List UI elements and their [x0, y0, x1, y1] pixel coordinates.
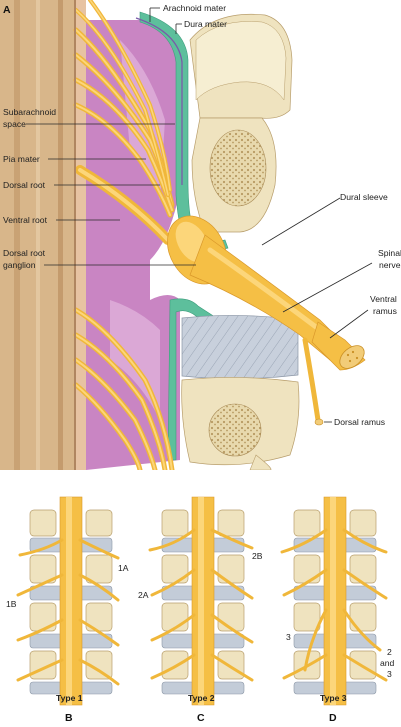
ventral-ramus-cut-end [339, 345, 365, 369]
panel-b-roots [16, 538, 120, 686]
label-ventral-root: Ventral root [3, 215, 48, 225]
label-spinal-nerve-2: nerve [379, 260, 401, 270]
panel-letter-d: D [329, 712, 337, 724]
label-drg-1: Dorsal root [3, 248, 46, 258]
panel-d-tag-2and3-2: and [380, 658, 395, 668]
panel-d-tag-2and3-3: 3 [387, 669, 392, 679]
panel-d-type: Type 3 [320, 693, 347, 703]
label-spinal-nerve-1: Spinal [378, 248, 401, 258]
panel-letter-a: A [3, 4, 11, 16]
panel-c-roots [148, 528, 254, 682]
panel-letter-c: C [197, 712, 205, 724]
panel-letter-b: B [65, 712, 73, 724]
vertebral-spongy-bone-lower [208, 403, 262, 457]
panel-c-type: Type 2 [188, 693, 215, 703]
panel-d-tag-2and3-1: 2 [387, 647, 392, 657]
panel-b-tag-1b: 1B [6, 599, 17, 609]
lower-rootlets [73, 307, 175, 470]
intervertebral-disc [181, 315, 299, 380]
panel-c-tag-2a: 2A [138, 590, 149, 600]
pia-mater-strip [74, 0, 86, 470]
label-dorsal-ramus: Dorsal ramus [334, 417, 385, 427]
panel-c: 2B 2A Type 2 C [138, 496, 263, 724]
panel-d-tag-3: 3 [286, 632, 291, 642]
dura-mater-band [139, 11, 229, 257]
label-arachnoid-mater: Arachnoid mater [163, 3, 226, 13]
panel-d: 3 2 and 3 Type 3 D [280, 496, 395, 724]
label-dura-mater: Dura mater [184, 19, 227, 29]
panel-b-type: Type 1 [56, 693, 83, 703]
panel-b-tag-1a: 1A [118, 563, 129, 573]
label-subarachnoid-1: Subarachnoid [3, 107, 56, 117]
panel-b: 1A 1B Type 1 B [6, 496, 129, 724]
label-ventral-ramus-2: ramus [373, 306, 397, 316]
label-dorsal-root: Dorsal root [3, 180, 46, 190]
label-ventral-ramus-1: Ventral [370, 294, 397, 304]
panel-c-tag-2b: 2B [252, 551, 263, 561]
panel-d-roots [280, 528, 388, 682]
label-pia-mater: Pia mater [3, 154, 40, 164]
vertebral-spongy-bone-upper [209, 129, 267, 207]
panel-a [0, 0, 366, 470]
dorsal-ramus [302, 337, 321, 423]
label-dural-sleeve: Dural sleeve [340, 192, 388, 202]
panel-a-labels: A Arachnoid mater Dura mater Subarachnoi… [3, 3, 401, 427]
label-subarachnoid-2: space [3, 119, 26, 129]
label-drg-2: ganglion [3, 260, 36, 270]
